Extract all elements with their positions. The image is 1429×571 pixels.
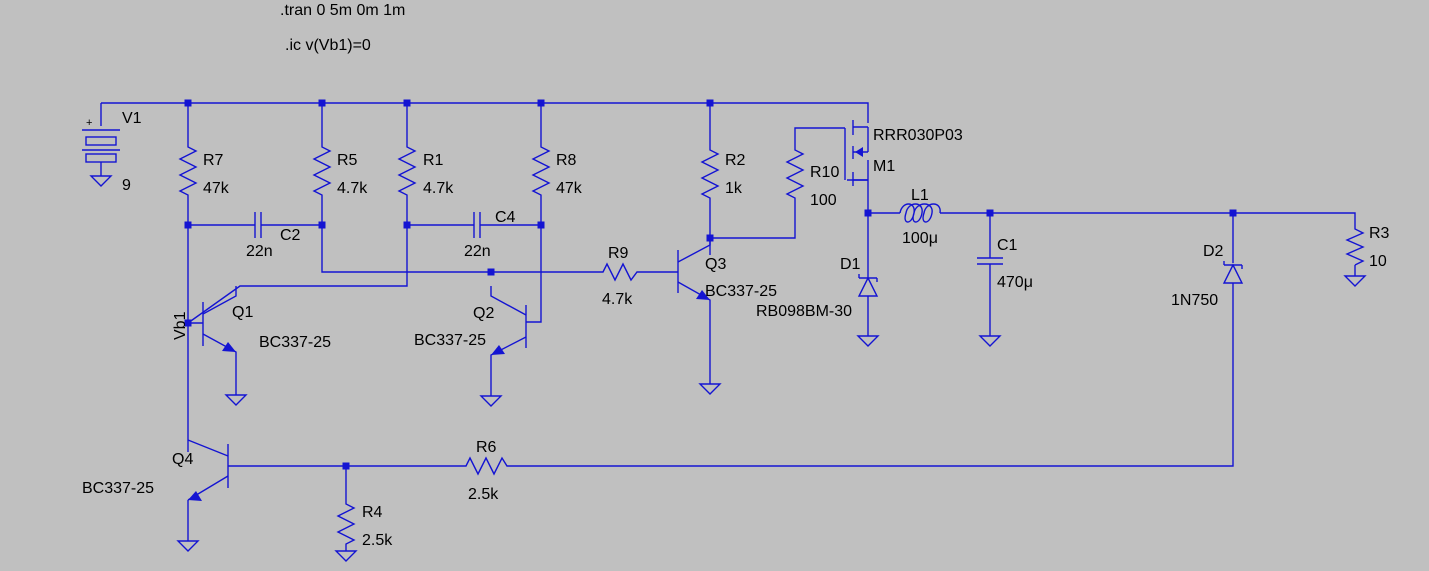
q1-value-label: BC337-25: [259, 334, 331, 351]
r9-value-label: 4.7k: [602, 291, 633, 308]
capacitor-c2[interactable]: [254, 212, 262, 238]
q2-value-label: BC337-25: [414, 332, 486, 349]
net-label-vb1: Vb1: [172, 311, 189, 340]
c4-value-label: 22n: [464, 243, 491, 260]
resistor-r7[interactable]: [178, 140, 198, 205]
capacitor-c1[interactable]: [977, 257, 1003, 265]
wires: [100, 102, 1356, 551]
ground-d1: [856, 335, 880, 347]
c1-value-label: 470μ: [997, 274, 1033, 291]
diode-d2[interactable]: [1222, 261, 1244, 284]
ground-r4: [334, 550, 358, 562]
r5-value-label: 4.7k: [337, 180, 368, 197]
q3-value-label: BC337-25: [705, 283, 777, 300]
m1-value-label: RRR030P03: [873, 127, 963, 144]
r8-name-label: R8: [556, 152, 577, 169]
l1-name-label: L1: [911, 187, 929, 204]
ground-q3: [698, 383, 722, 395]
ground-q4: [176, 540, 200, 552]
d2-name-label: D2: [1203, 243, 1224, 260]
q2-name-label: Q2: [473, 305, 494, 322]
c4-name-label: C4: [495, 209, 516, 226]
r3-name-label: R3: [1369, 225, 1390, 242]
c2-value-label: 22n: [246, 243, 273, 260]
ground-c1: [978, 335, 1002, 347]
r8-value-label: 47k: [556, 180, 583, 197]
q1-name-label: Q1: [232, 304, 253, 321]
q3-name-label: Q3: [705, 256, 726, 273]
resistor-r3[interactable]: [1345, 225, 1365, 266]
q4-value-label: BC337-25: [82, 480, 154, 497]
d1-name-label: D1: [840, 256, 861, 273]
ground-r3: [1343, 275, 1367, 287]
r7-value-label: 47k: [203, 180, 230, 197]
v1-name-label: V1: [122, 110, 142, 127]
r2-value-label: 1k: [725, 180, 743, 197]
r1-value-label: 4.7k: [423, 180, 454, 197]
r6-name-label: R6: [476, 439, 497, 456]
ground-q1: [224, 394, 248, 406]
battery-v1[interactable]: +: [82, 117, 120, 163]
r4-value-label: 2.5k: [362, 532, 393, 549]
r9-name-label: R9: [608, 245, 629, 262]
ic-directive[interactable]: .ic v(Vb1)=0: [285, 37, 371, 54]
ground-q2: [479, 395, 503, 407]
transistor-q4[interactable]: [187, 439, 229, 501]
q4-name-label: Q4: [172, 451, 193, 468]
resistor-r2[interactable]: [700, 143, 720, 205]
r5-name-label: R5: [337, 152, 358, 169]
d1-value-label: RB098BM-30: [756, 303, 852, 320]
c2-name-label: C2: [280, 227, 301, 244]
l1-value-label: 100μ: [902, 230, 938, 247]
tran-directive[interactable]: .tran 0 5m 0m 1m: [280, 2, 405, 19]
mosfet-m1[interactable]: [844, 120, 869, 186]
resistor-r1[interactable]: [397, 140, 417, 205]
inductor-l1[interactable]: [899, 203, 941, 223]
resistor-r6[interactable]: [461, 456, 511, 476]
r10-name-label: R10: [810, 164, 839, 181]
ground-v1: [89, 175, 113, 187]
r2-name-label: R2: [725, 152, 746, 169]
c1-name-label: C1: [997, 237, 1018, 254]
r3-value-label: 10: [1369, 253, 1387, 270]
diode-d1[interactable]: [857, 274, 879, 297]
resistor-r8[interactable]: [531, 140, 551, 205]
transistor-q2[interactable]: [490, 286, 527, 360]
capacitor-c4[interactable]: [473, 212, 481, 238]
r1-name-label: R1: [423, 152, 444, 169]
resistor-r5[interactable]: [312, 140, 332, 205]
resistor-r4[interactable]: [336, 497, 356, 550]
resistor-r9[interactable]: [596, 262, 642, 282]
r4-name-label: R4: [362, 504, 383, 521]
resistor-r10[interactable]: [785, 143, 805, 205]
svg-text:+: +: [86, 117, 92, 129]
transistor-q3[interactable]: [677, 238, 711, 314]
m1-name-label: M1: [873, 158, 895, 175]
v1-value-label: 9: [122, 177, 131, 194]
r6-value-label: 2.5k: [468, 486, 499, 503]
junction-dots: [184, 99, 1237, 470]
transistor-q1[interactable]: [188, 286, 237, 358]
r7-name-label: R7: [203, 152, 224, 169]
r10-value-label: 100: [810, 192, 837, 209]
d2-value-label: 1N750: [1171, 292, 1218, 309]
